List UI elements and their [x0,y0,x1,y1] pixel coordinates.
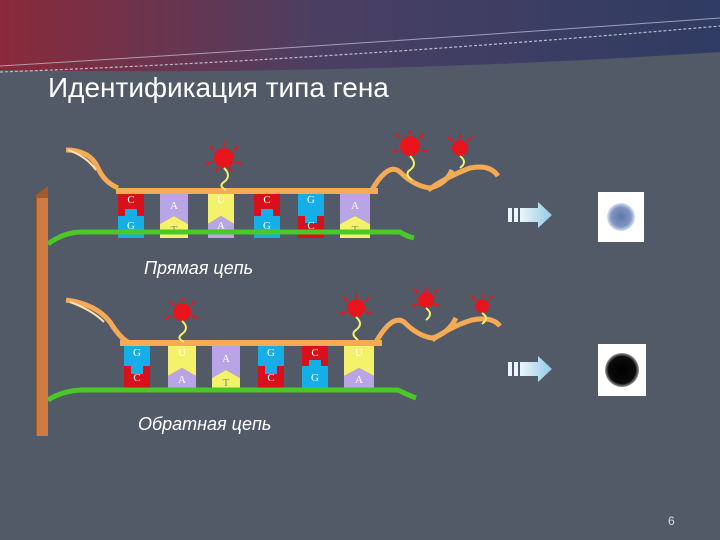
base-label: G [267,347,275,359]
base-label: A [170,200,178,212]
result-reverse [508,344,646,396]
base-label: C [263,194,270,206]
fluorescent-marker [166,298,198,342]
base-label: A [178,374,186,386]
fluorescent-marker [412,287,440,320]
strand-forward: C G A T U A C G [48,130,498,244]
header-decoration [0,0,720,72]
page-title: Идентификация типа гена [48,72,389,104]
base-label: C [267,372,274,384]
base-label: U [355,347,363,359]
right-arrow-icon [508,356,552,382]
probe-backbone [116,188,378,194]
base-label: G [311,372,319,384]
base-pair-1: G C [124,346,150,388]
base-label: A [351,200,359,212]
fluorescent-marker [340,294,372,340]
page-number: 6 [668,514,675,528]
strand-label-reverse: Обратная цепь [138,414,271,435]
signal-spot-weak [607,203,635,231]
base-pair-5: C G [302,346,328,388]
signal-spot-strong [605,353,639,387]
strand-reverse: G C U A A T G C [48,287,500,400]
probe-backbone [120,340,382,346]
base-label: A [222,353,230,365]
base-label: U [217,194,225,206]
base-label: G [307,194,315,206]
base-pair-2: U A [168,346,196,388]
base-pair-4: G C [258,346,284,388]
probe-tail [66,150,118,188]
base-label: T [223,377,230,389]
base-pair-3: A T [212,346,240,390]
fluorescent-marker [448,134,472,168]
base-label: C [133,372,140,384]
base-pair-6: U A [344,346,374,388]
result-forward [508,192,644,242]
base-label: A [355,374,363,386]
probe-wave [432,319,500,340]
fluorescent-marker [206,142,242,190]
base-label: C [311,347,318,359]
base-pairs: G C U A A T G C [124,346,374,390]
base-label: U [178,347,186,359]
strand-label-forward: Прямая цепь [144,258,253,279]
chip-support [36,186,48,436]
base-label: G [133,347,141,359]
target-backbone [48,390,416,400]
base-label: C [127,194,134,206]
probe-tail [66,300,128,342]
right-arrow-icon [508,202,552,228]
